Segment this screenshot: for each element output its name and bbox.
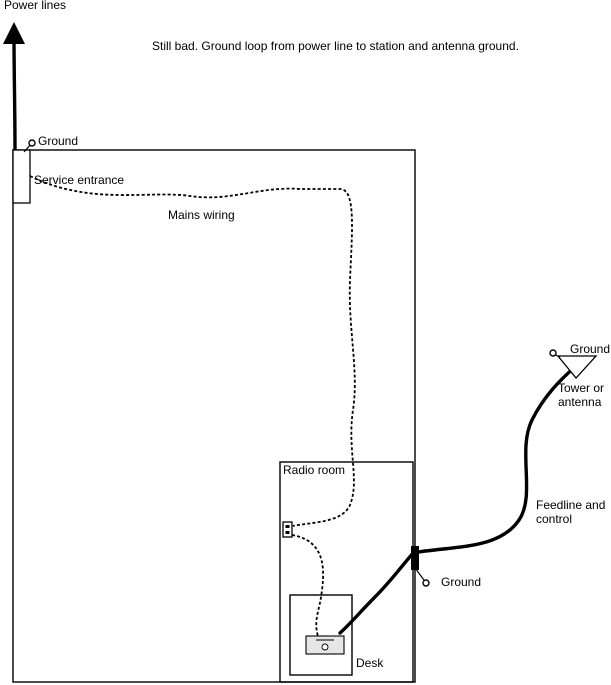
radio-power-cord [291,534,324,637]
ground-rod-icon [549,349,561,358]
mains-wiring-label: Mains wiring [168,208,235,222]
station-coax [338,550,416,635]
power-line-cable [12,36,17,154]
tower-label-line1: Tower or [558,381,604,395]
feedline-cable [416,364,578,554]
diagram-caption: Still bad. Ground loop from power line t… [152,39,519,53]
ground-rod-icon [414,567,430,587]
entry-ground-label: Ground [441,575,481,589]
desk-label: Desk [356,656,384,670]
feedline-label-line1: Feedline and [536,498,605,512]
radio-icon [305,635,345,655]
house-outline [12,149,416,683]
ground-rod-icon [23,139,36,153]
service-ground-label: Ground [38,134,78,148]
radio-room-label: Radio room [283,463,345,477]
mains-wiring [29,175,356,527]
tower-label-line2: antenna [558,395,602,409]
desk-outline [289,594,353,676]
power-lines-label: Power lines [4,0,66,12]
service-entrance-box [12,149,31,204]
feedline-label-line2: control [536,512,572,526]
radio-room-outline [279,461,414,683]
antenna-icon [556,355,598,379]
arrow-up-icon [3,22,25,44]
outlet-icon [282,521,293,538]
entry-panel [411,546,419,570]
service-entrance-label: Service entrance [34,173,124,187]
tower-ground-label: Ground [570,342,610,356]
